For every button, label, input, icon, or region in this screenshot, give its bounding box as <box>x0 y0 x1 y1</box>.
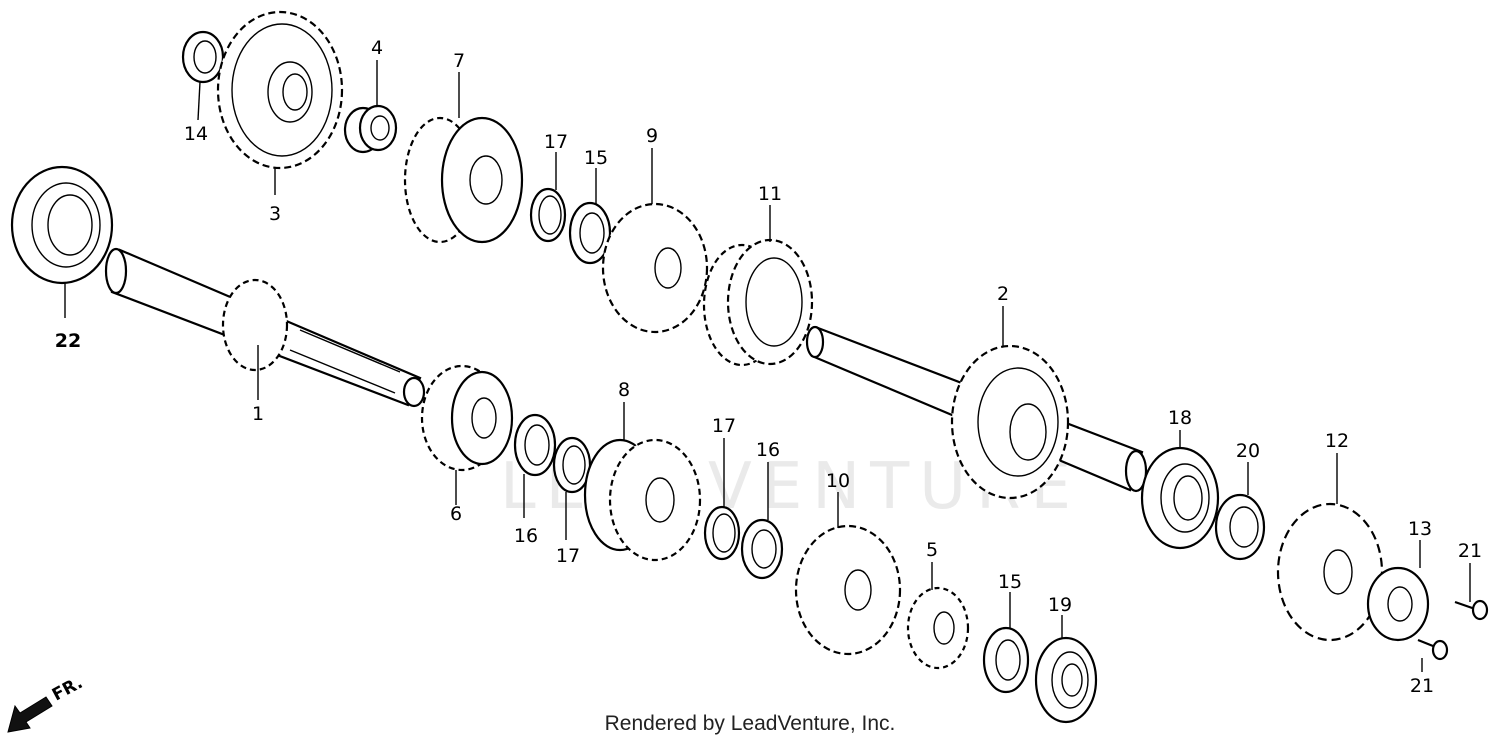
part-12-drive-sprocket <box>1276 502 1384 642</box>
callout-17-upper: 17 <box>544 131 568 153</box>
render-credit-footer: Rendered by LeadVenture, Inc. <box>604 712 896 735</box>
callout-19: 19 <box>1048 594 1072 616</box>
part-15-washer <box>982 626 1030 694</box>
callout-8: 8 <box>618 379 630 401</box>
callout-16-middle: 16 <box>514 525 538 547</box>
callout-21-lower: 21 <box>1410 675 1434 697</box>
part-11-gear <box>702 238 814 367</box>
callout-18: 18 <box>1168 407 1192 429</box>
callout-16-lower: 16 <box>756 439 780 461</box>
part-5-gear <box>906 586 970 670</box>
callout-15: 15 <box>998 571 1022 593</box>
part-16-washer-middle <box>513 413 557 477</box>
part-2-countershaft <box>805 325 1148 500</box>
part-4-bushing <box>343 104 398 154</box>
part-16-washer-lower <box>740 518 784 580</box>
part-10-gear <box>794 524 902 656</box>
part-17-circlip-lower <box>703 505 741 561</box>
leader-lines <box>64 60 1471 672</box>
callout-13: 13 <box>1408 518 1432 540</box>
part-20-oil-seal <box>1214 493 1266 561</box>
part-19-bearing <box>1034 636 1098 724</box>
callout-9: 9 <box>646 125 658 147</box>
callout-22: 22 <box>55 330 81 352</box>
callout-7: 7 <box>453 50 465 72</box>
callout-6: 6 <box>450 503 462 525</box>
callout-17-lower: 17 <box>712 415 736 437</box>
callout-20: 20 <box>1236 440 1260 462</box>
callout-21-upper: 21 <box>1458 540 1482 562</box>
callout-12: 12 <box>1325 430 1349 452</box>
callout-16-upper: 15 <box>584 147 608 169</box>
callout-1: 1 <box>252 403 264 425</box>
part-21-bolt-lower <box>1417 638 1449 661</box>
callout-2: 2 <box>997 283 1009 305</box>
callout-17-middle: 17 <box>556 545 580 567</box>
part-16-washer-upper <box>568 201 612 265</box>
part-8-gear <box>583 438 702 562</box>
callout-labels: 14 3 4 7 17 15 9 11 2 22 1 6 8 16 17 17 … <box>55 37 1482 697</box>
part-7-gear <box>403 116 524 244</box>
callout-10: 10 <box>826 470 850 492</box>
part-9-gear <box>601 202 709 334</box>
part-22-bearing <box>10 165 114 285</box>
callout-14: 14 <box>184 123 208 145</box>
part-21-bolt-upper <box>1454 599 1489 621</box>
callout-3: 3 <box>269 203 281 225</box>
callout-11: 11 <box>758 183 782 205</box>
callout-5: 5 <box>926 539 938 561</box>
callout-4: 4 <box>371 37 383 59</box>
part-14-washer <box>181 30 225 84</box>
part-6-gear <box>420 364 514 472</box>
part-13-fixing-plate <box>1366 566 1430 642</box>
part-18-bearing <box>1140 446 1220 550</box>
part-3-gear <box>216 10 344 170</box>
part-1-mainshaft <box>104 247 426 408</box>
front-direction-label: FR. <box>49 673 86 705</box>
part-17-circlip-upper <box>529 187 567 243</box>
